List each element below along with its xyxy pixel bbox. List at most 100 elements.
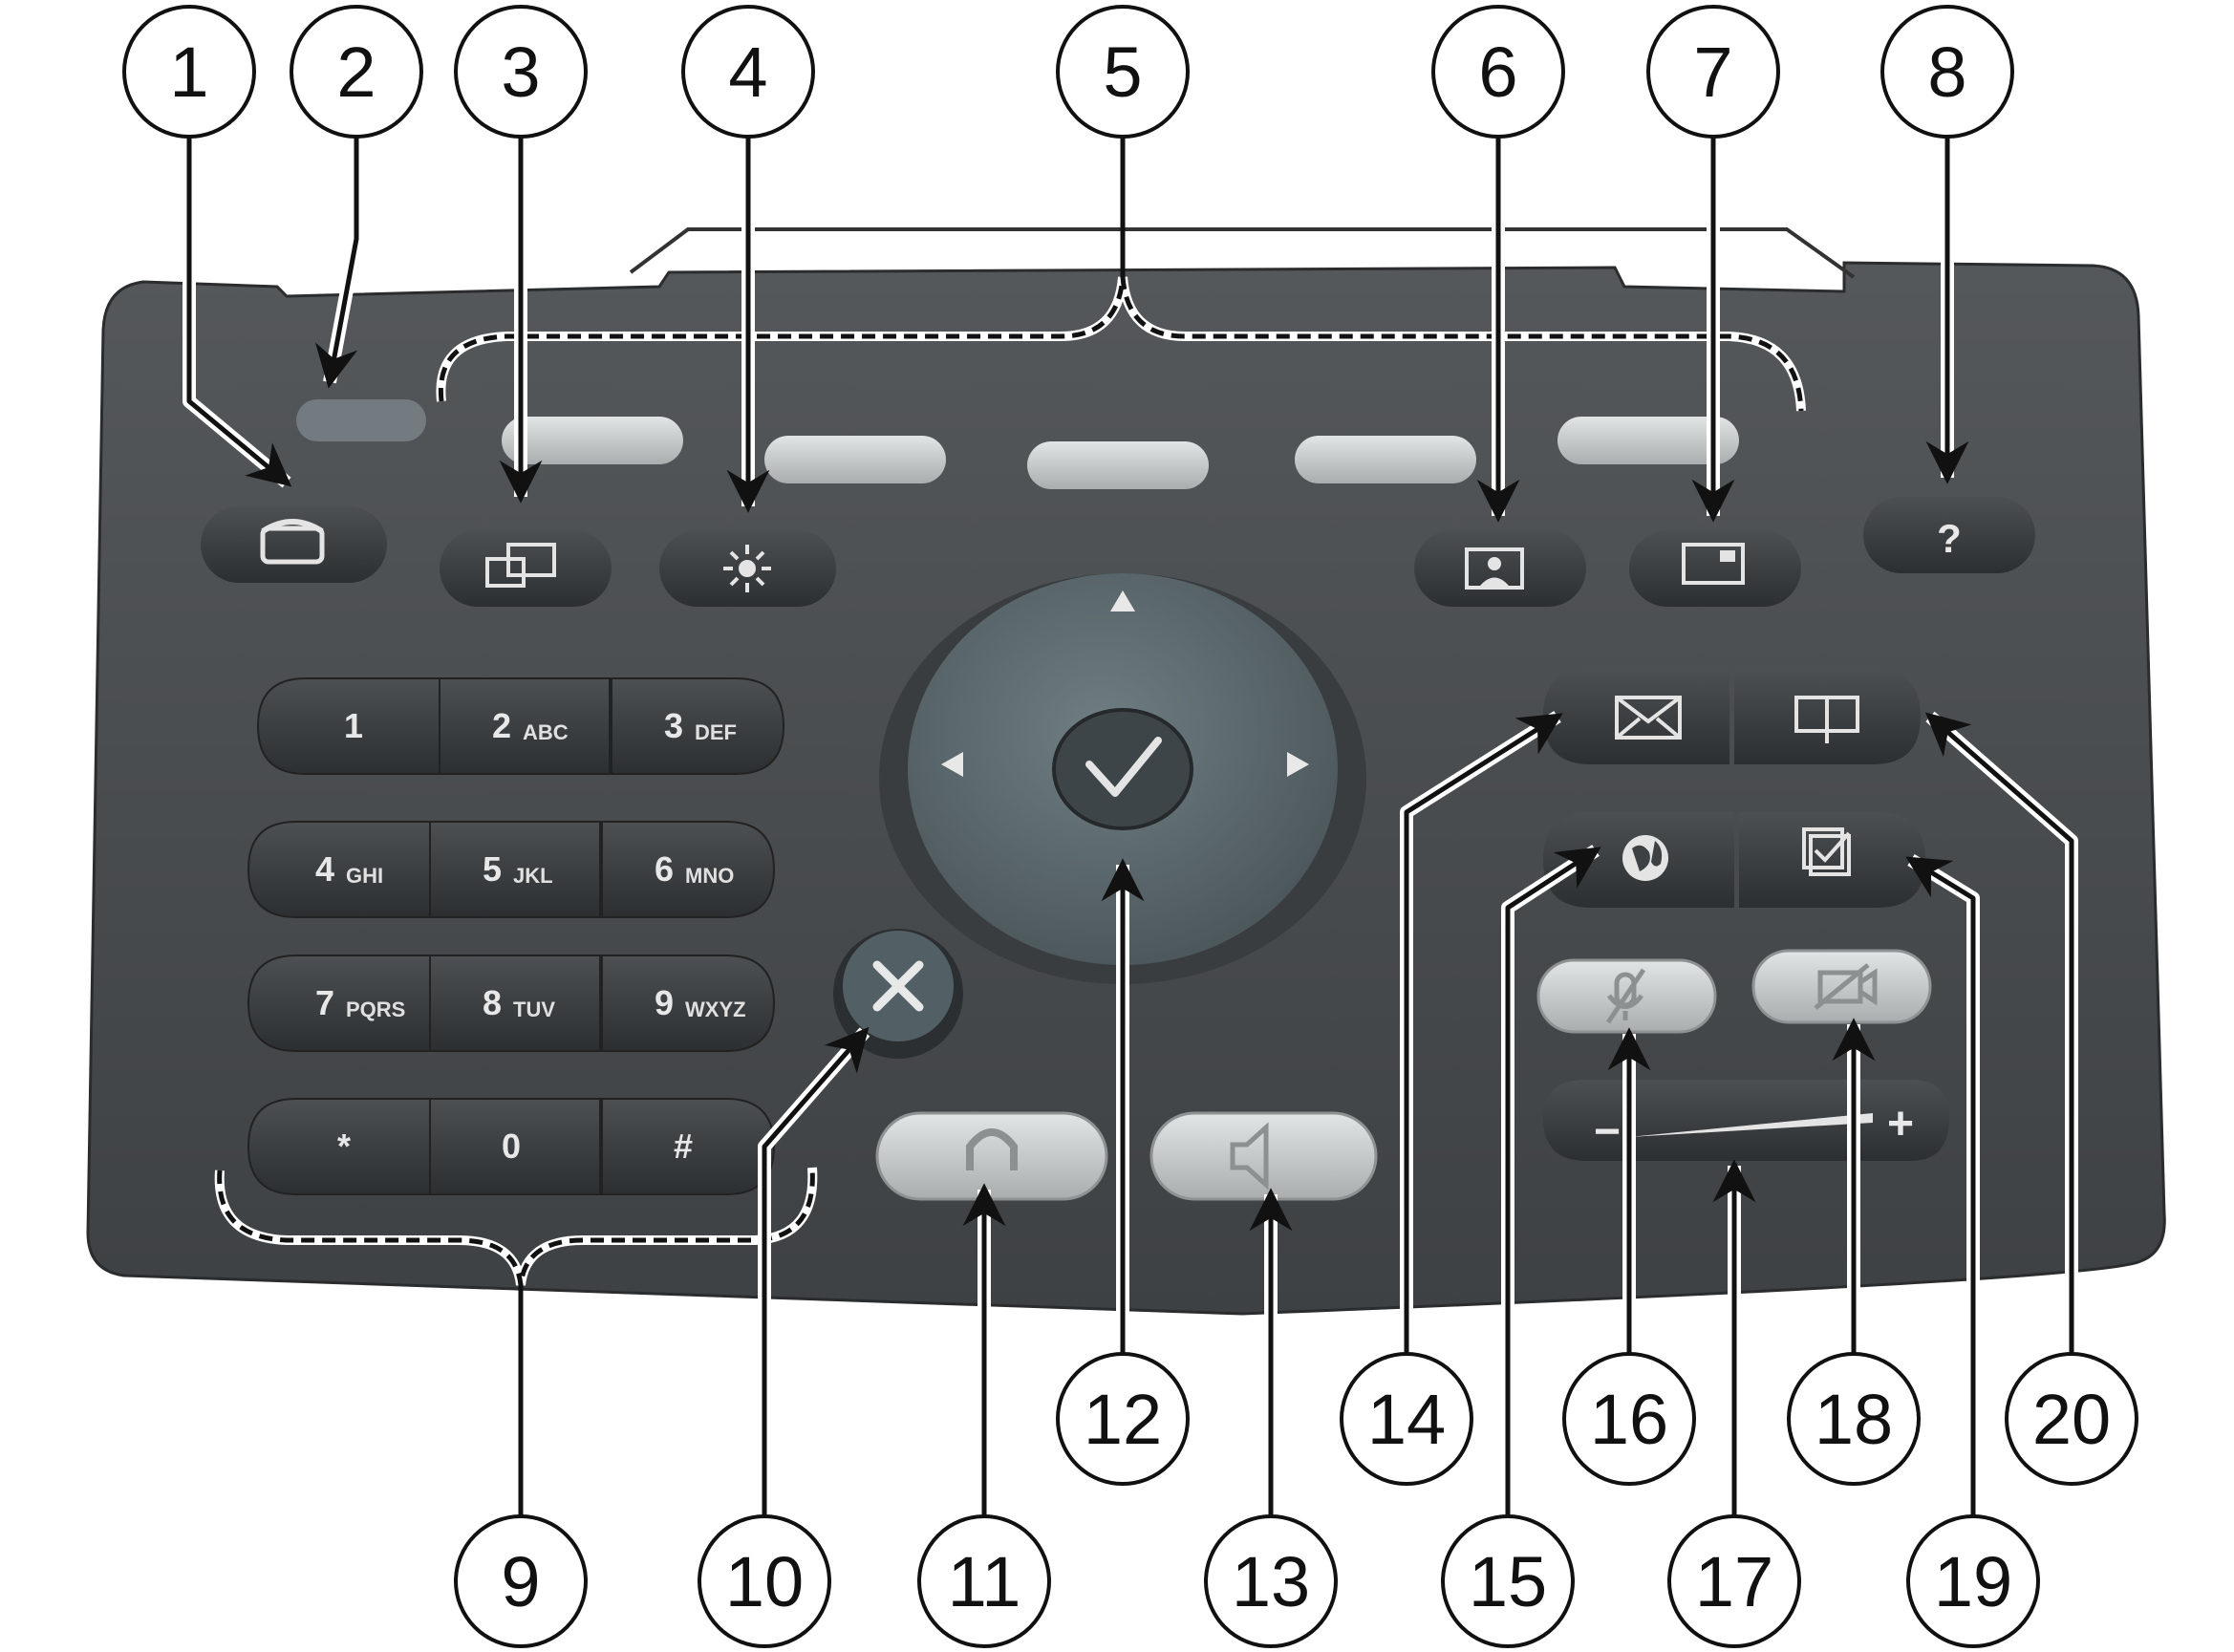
nav-up-arrow[interactable] [1110, 590, 1135, 611]
callout-19: 19 [1906, 1514, 2040, 1648]
nav-pad[interactable] [879, 573, 1366, 984]
btn-phone[interactable] [201, 506, 387, 583]
btn-help[interactable]: ? [1863, 497, 2035, 573]
callout-14: 14 [1340, 1352, 1473, 1486]
callout-number: 4 [728, 32, 767, 112]
leader-line [1505, 847, 1601, 1516]
key-digit: 2 [492, 706, 511, 745]
mail-icon [1615, 696, 1682, 740]
callout-number: 10 [725, 1542, 804, 1621]
btn-close[interactable] [833, 929, 963, 1059]
key-digit: 3 [664, 706, 683, 745]
key-digit: 0 [502, 1126, 521, 1166]
key-1[interactable]: 1 [256, 677, 440, 775]
soft-key-2[interactable] [764, 436, 946, 483]
btn-directory[interactable] [1734, 669, 1921, 764]
soft-key-5[interactable] [1557, 417, 1739, 464]
callout-7: 7 [1646, 5, 1780, 139]
btn-mail[interactable] [1543, 669, 1729, 764]
soft-keys [502, 417, 1739, 489]
callout-number: 9 [501, 1542, 540, 1621]
callout-20: 20 [2005, 1352, 2138, 1486]
key-star[interactable]: * [247, 1098, 431, 1195]
key-letters: GHI [346, 864, 383, 888]
callout-number: 18 [1815, 1380, 1893, 1459]
key-letters: MNO [685, 864, 734, 888]
windows-icon [485, 543, 556, 588]
layout-icon [1682, 543, 1745, 585]
soft-key-4[interactable] [1295, 436, 1476, 483]
callout-number: 11 [948, 1542, 1021, 1621]
callout-10: 10 [698, 1514, 831, 1648]
nav-left-arrow[interactable] [941, 752, 963, 777]
camera-off-icon [1814, 963, 1878, 1010]
mute-icon [1605, 968, 1646, 1024]
btn-ok[interactable] [1052, 708, 1193, 830]
callout-8: 8 [1880, 5, 2014, 139]
key-digit: 5 [483, 849, 502, 889]
btn-camera-off[interactable] [1751, 949, 1932, 1024]
key-digit: * [337, 1126, 351, 1166]
leader-line [762, 1026, 870, 1516]
nav-right-arrow[interactable] [1287, 752, 1309, 777]
callout-number: 7 [1693, 32, 1732, 112]
soft-key-3[interactable] [1027, 441, 1209, 489]
speaker-icon [1230, 1122, 1269, 1191]
callout-9: 9 [454, 1514, 588, 1648]
key-digit: 8 [483, 983, 502, 1022]
callout-1: 1 [122, 5, 256, 139]
btn-layout[interactable] [1629, 530, 1801, 607]
key-digit: 7 [315, 983, 334, 1022]
key-9[interactable]: 9 WXYZ [601, 955, 776, 1052]
key-letters: PQRS [346, 998, 405, 1021]
btn-selfview[interactable] [1414, 530, 1586, 607]
key-letters: WXYZ [685, 998, 746, 1021]
selfview-icon [1465, 547, 1524, 590]
brightness-icon [723, 545, 771, 592]
btn-headset[interactable] [875, 1111, 1108, 1201]
callout-number: 20 [2032, 1380, 2111, 1459]
leader-line [1404, 713, 1563, 1354]
volume-plus-label: + [1887, 1099, 1914, 1149]
key-7[interactable]: 7 PQRS [247, 955, 431, 1052]
key-digit: 9 [655, 983, 674, 1022]
callout-number: 17 [1695, 1542, 1773, 1621]
callout-11: 11 [917, 1514, 1051, 1648]
directory-icon [1794, 696, 1859, 743]
volume-bar[interactable]: − + [1543, 1080, 1949, 1161]
key-digit: # [674, 1126, 693, 1166]
btn-windows[interactable] [440, 530, 612, 607]
btn-mute[interactable] [1536, 958, 1717, 1034]
callout-number: 12 [1084, 1380, 1162, 1459]
callout-15: 15 [1441, 1514, 1575, 1648]
btn-speaker[interactable] [1149, 1111, 1378, 1201]
key-3[interactable]: 3 DEF [611, 677, 785, 775]
soft-key-1[interactable] [502, 417, 683, 464]
key-hash[interactable]: # [601, 1098, 776, 1195]
key-letters: TUV [513, 998, 555, 1021]
callout-number: 1 [169, 32, 208, 112]
key-5[interactable]: 5 JKL [429, 821, 601, 918]
callout-number: 13 [1232, 1542, 1310, 1621]
callout-3: 3 [454, 5, 588, 139]
key-digit: 6 [655, 849, 674, 889]
volume-minus-label: − [1594, 1106, 1621, 1157]
callout-6: 6 [1431, 5, 1565, 139]
key-digit: 1 [344, 706, 363, 745]
callout-number: 8 [1927, 32, 1966, 112]
btn-checklist[interactable] [1739, 812, 1925, 908]
key-letters: JKL [513, 864, 553, 888]
btn-brightness[interactable] [659, 530, 836, 607]
key-letters: DEF [695, 720, 737, 744]
callout-number: 14 [1367, 1380, 1446, 1459]
key-6[interactable]: 6 MNO [601, 821, 776, 918]
key-4[interactable]: 4 GHI [247, 821, 431, 918]
key-digit: 4 [315, 849, 334, 889]
callout-number: 16 [1590, 1380, 1668, 1459]
key-0[interactable]: 0 [429, 1098, 601, 1195]
callout-number: 5 [1103, 32, 1142, 112]
callout-4: 4 [681, 5, 815, 139]
key-8[interactable]: 8 TUV [429, 955, 601, 1052]
